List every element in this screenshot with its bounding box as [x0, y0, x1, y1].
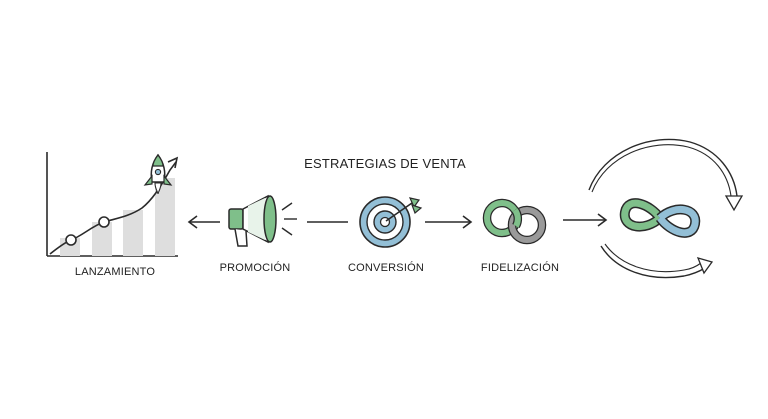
arrow-right-icon [563, 213, 608, 227]
infinity-loop-icon [588, 138, 744, 279]
stage-label-lanzamiento: LANZAMIENTO [74, 266, 156, 278]
stage-label-fidelizacion: FIDELIZACIÓN [480, 262, 560, 274]
rocket-growth-chart-icon [46, 152, 179, 257]
megaphone-icon [228, 194, 297, 247]
arrow-left-icon [187, 215, 220, 229]
target-dart-icon [359, 196, 423, 248]
stage-label-promocion: PROMOCIÓN [219, 262, 291, 274]
stage-label-conversion: CONVERSIÓN [348, 262, 424, 274]
arrow-right-icon [425, 215, 473, 229]
chain-links-icon [482, 198, 547, 245]
diagram-title: ESTRATEGIAS DE VENTA [304, 156, 466, 171]
rocket-icon [143, 153, 173, 195]
